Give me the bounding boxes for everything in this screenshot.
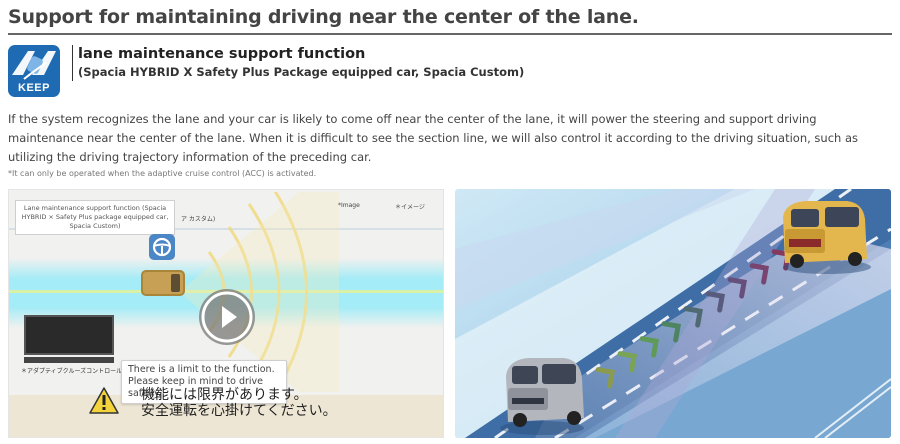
play-button[interactable] bbox=[199, 289, 255, 345]
feature-divider bbox=[72, 45, 73, 81]
keep-icon-label: KEEP bbox=[18, 82, 50, 94]
video-caption-jp: ア カスタム) bbox=[181, 216, 216, 223]
image-tag-jp: ＊イメージ bbox=[395, 204, 425, 211]
video-tooltip: There is a limit to the function. Please… bbox=[121, 360, 287, 404]
car-top-view bbox=[141, 270, 185, 296]
jp-warning-line-2: 安全運転を心掛けてください。 bbox=[141, 403, 337, 419]
feature-title: lane maintenance support function bbox=[78, 46, 366, 62]
dashboard-strip bbox=[24, 357, 114, 363]
lane-line-top bbox=[9, 228, 443, 230]
image-tag: *Image bbox=[338, 202, 360, 209]
roadside-barrier bbox=[814, 378, 891, 438]
dashboard-display bbox=[24, 315, 114, 355]
own-car bbox=[500, 358, 584, 435]
feature-subtitle: (Spacia HYBRID X Safety Plus Package equ… bbox=[78, 65, 525, 79]
jp-warning-text: 機能には限界があります。 安全運転を心掛けてください。 bbox=[141, 387, 337, 419]
play-icon[interactable] bbox=[199, 289, 255, 345]
acc-footnote: *It can only be operated when the adapti… bbox=[8, 169, 317, 178]
lane-keep-illustration bbox=[455, 189, 891, 438]
acc-note-jp: ＊アダプティブクルーズコントロール(AC bbox=[21, 368, 133, 375]
page-title: Support for maintaining driving near the… bbox=[8, 6, 892, 35]
jp-warning-line-1: 機能には限界があります。 bbox=[141, 387, 308, 403]
lead-car bbox=[783, 201, 871, 274]
feature-description: If the system recognizes the lane and yo… bbox=[8, 112, 859, 164]
video-caption-box: Lane maintenance support function (Spaci… bbox=[15, 200, 175, 235]
keep-lane-icon: KEEP bbox=[8, 45, 60, 97]
warning-icon bbox=[89, 387, 119, 414]
steering-wheel-icon bbox=[149, 234, 175, 260]
video-player[interactable]: Lane maintenance support function (Spaci… bbox=[8, 189, 444, 438]
